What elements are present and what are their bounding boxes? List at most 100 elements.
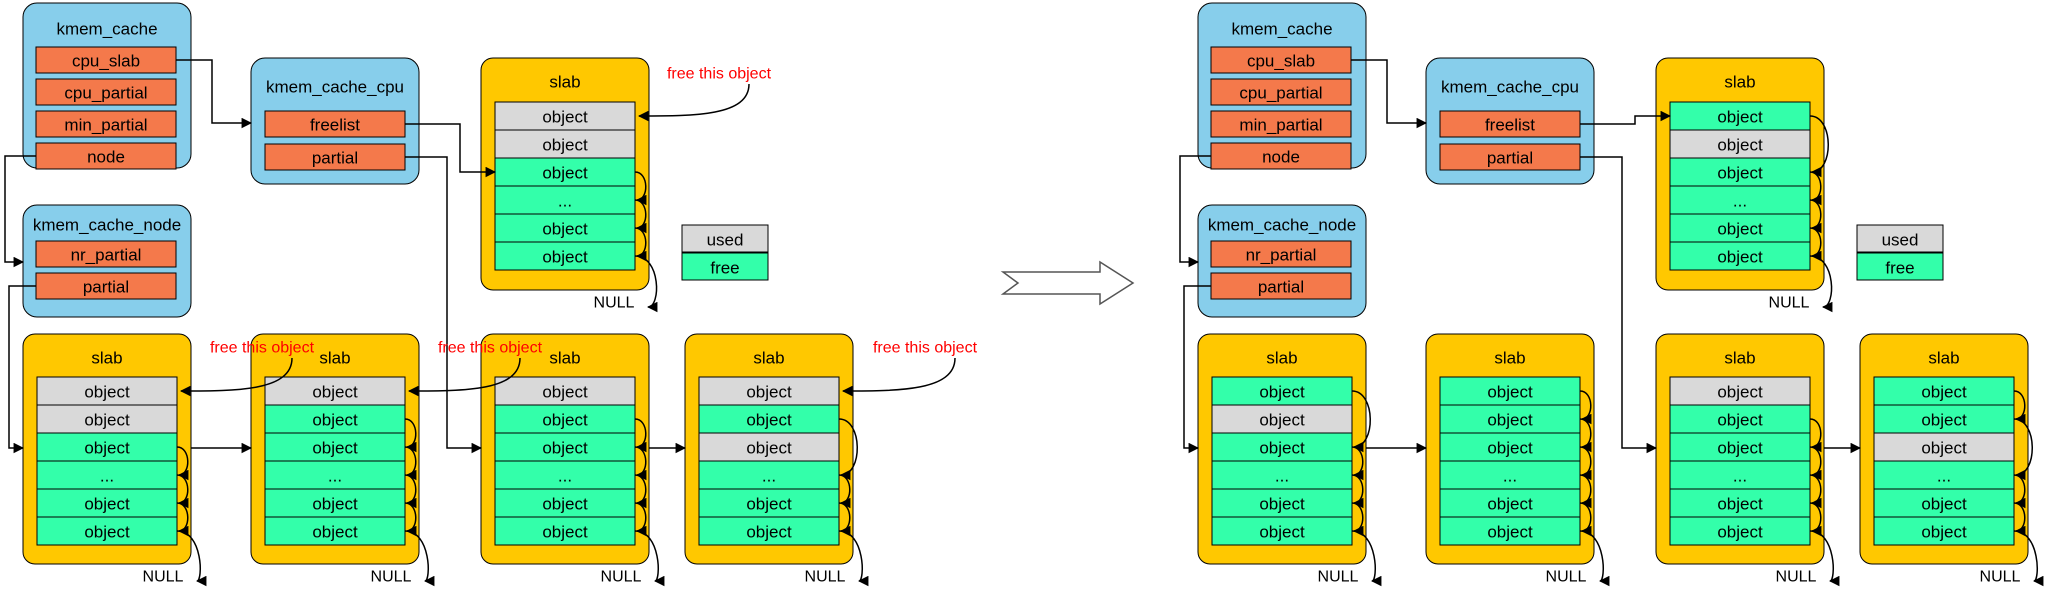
partial-slab-2-row-label: ... <box>1503 467 1517 486</box>
partial-field-cpu-label: partial <box>312 149 358 168</box>
partial-slab-2-title: slab <box>319 349 350 368</box>
partial-slab-1-null-link <box>1351 530 1382 587</box>
cpu-slab-row <box>494 101 636 131</box>
free-this-object-3-arrow <box>841 357 956 397</box>
partial-slab-2-row-label: object <box>1487 523 1533 542</box>
partial-slab-2-link <box>404 474 417 509</box>
partial-slab-1-row <box>36 376 178 406</box>
cpu-slab-row-label: object <box>1717 108 1763 127</box>
partial-slab-1-row-label: object <box>84 523 130 542</box>
cpu-slab-link <box>634 227 647 262</box>
cpu-slab-row-label: object <box>1717 248 1763 267</box>
cpu-slab-null-link <box>634 255 658 313</box>
node-link <box>4 155 36 268</box>
partial-slab-3-title: slab <box>549 349 580 368</box>
cpu-slab-row <box>1669 101 1811 131</box>
partial-slab-1-link <box>1351 474 1364 509</box>
partial-slab-2-row <box>1439 516 1581 546</box>
partial-slab-2: slabobjectobjectobject...objectobjectNUL… <box>1425 333 1610 587</box>
legend-used-label: used <box>707 231 744 250</box>
partial-slab-2-row-label: object <box>1487 495 1533 514</box>
partial-field-cpu-label: partial <box>1487 149 1533 168</box>
partial-slab-1-title: slab <box>91 349 122 368</box>
partial-slab-2-link <box>1579 474 1592 509</box>
partial-slab-1-null: NULL <box>143 569 184 586</box>
legend-used <box>681 224 769 253</box>
cpu-slab-row-label: object <box>1717 220 1763 239</box>
cpu-slab-row-label: object <box>1717 164 1763 183</box>
cpu-slab-row-label: object <box>542 164 588 183</box>
partial-slab-3-link <box>634 418 647 453</box>
cpu-slab-field <box>1210 46 1352 74</box>
partial-slab-3-null-link <box>1809 530 1840 587</box>
cpu-slab-row <box>1669 129 1811 159</box>
partial-slab-3-link <box>1809 446 1822 481</box>
partial-slab-1-row <box>36 460 178 490</box>
partial-slab-4-row-label: object <box>1921 495 1967 514</box>
cpu-slab-link <box>1809 227 1822 262</box>
cpu-slab: slabobjectobjectobject...objectobjectNUL… <box>1655 57 1833 313</box>
free-this-object-2-arrow <box>407 357 521 397</box>
partial-slab-3: slabobjectobjectobject...objectobjectNUL… <box>1655 333 1840 587</box>
partial-slab-3-row <box>1669 460 1811 490</box>
cpu-partial-link <box>1580 156 1658 454</box>
partial-slab-2-link <box>404 502 417 537</box>
partial-slab-1: slabobjectobjectobject...objectobjectNUL… <box>22 333 207 587</box>
partial-slab-3-link <box>1809 418 1822 453</box>
partial-slab-1-row-label: object <box>84 439 130 458</box>
partial-slab-4-row <box>1873 432 2015 462</box>
kmem-cache-title: kmem_cache <box>56 20 157 39</box>
cpu-slab-field-label: cpu_slab <box>1247 52 1315 71</box>
cpu-slab-link <box>1809 115 1829 178</box>
cpu-slab-field-label: cpu_slab <box>72 52 140 71</box>
nr-partial-field-label: nr_partial <box>1246 246 1317 265</box>
partial-slab-1-row <box>36 404 178 434</box>
partial-slab-1-row-label: object <box>1259 523 1305 542</box>
cpu-slab-link <box>1809 199 1822 234</box>
partial-slab-2-row-label: object <box>1487 411 1533 430</box>
partial-slab-1-link <box>1351 502 1364 537</box>
partial-slab-1-row <box>1211 376 1353 406</box>
partial-slab-4-null-link <box>2013 530 2044 587</box>
partial-field-cpu <box>1439 143 1581 171</box>
partial-slab-4-link <box>2013 502 2026 537</box>
partial-slab-3: slabobjectobjectobject...objectobjectNUL… <box>480 333 665 587</box>
legend-free-label: free <box>1885 259 1914 278</box>
partial-slab-2-null: NULL <box>1546 569 1587 586</box>
partial-slab-2-row-label: ... <box>328 467 342 486</box>
partial-slab-3-row-label: object <box>1717 495 1763 514</box>
partial-slab-1-row-label: ... <box>1275 467 1289 486</box>
node-partial-link <box>1183 285 1211 454</box>
partial-slab-1-title: slab <box>1266 349 1297 368</box>
partial-slab-4-row <box>698 460 840 490</box>
partial-slab-3-row-label: object <box>542 411 588 430</box>
partial-slab-4-row <box>698 376 840 406</box>
kmem-cache-node-title: kmem_cache_node <box>33 216 181 235</box>
partial-slab-2-row-label: object <box>1487 439 1533 458</box>
partial-slab-1-link <box>176 446 189 481</box>
partial-slab-4-link <box>2013 418 2033 481</box>
partial-slab-1-row-label: object <box>84 383 130 402</box>
node-link <box>1179 155 1211 268</box>
partial-slab-3-row-label: object <box>1717 411 1763 430</box>
min-partial-field-label: min_partial <box>64 116 147 135</box>
cpu-partial-field <box>1210 78 1352 106</box>
partial-slab-2-row-label: object <box>312 411 358 430</box>
partial-slab-4-link <box>2013 390 2026 425</box>
partial-slab-1-link <box>176 502 189 537</box>
free-this-object-2: free this object <box>438 340 543 357</box>
partial-slab-1-row-label: object <box>84 411 130 430</box>
cpu-slab-row <box>494 241 636 271</box>
partial-slab-4-row <box>1873 516 2015 546</box>
partial-slab-1: slabobjectobjectobject...objectobjectNUL… <box>1197 333 1382 587</box>
legend-free <box>1856 252 1944 281</box>
partial-slab-2-title: slab <box>1494 349 1525 368</box>
partial-slab-4-row <box>698 404 840 434</box>
partial-slab-4-title: slab <box>753 349 784 368</box>
partial-slab-3-row <box>1669 488 1811 518</box>
partial-slab-3-row <box>494 460 636 490</box>
legend-used-label: used <box>1882 231 1919 250</box>
cpu-slab-title: slab <box>549 73 580 92</box>
cpu-slab-link <box>1351 59 1428 129</box>
partial-slab-1-null: NULL <box>1318 569 1359 586</box>
